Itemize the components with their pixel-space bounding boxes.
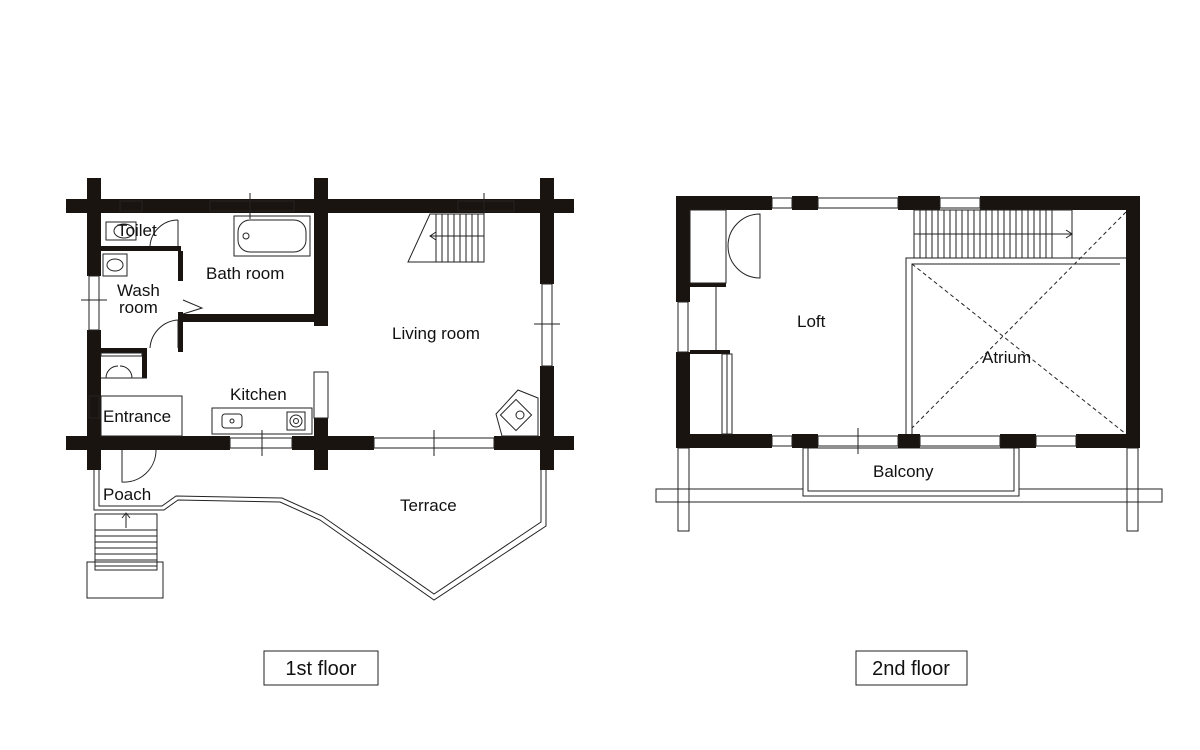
terrace-outline [93,470,547,601]
second-floor-windows [677,197,1077,454]
porch-stairs [86,512,164,599]
kitchen-counter [211,407,313,435]
room-label-kitchen: Kitchen [230,385,287,404]
first-floor-plan: Toilet Bath room Wash room Living room K… [66,178,574,686]
room-label-bath-room: Bath room [206,264,284,283]
wash-basin [102,253,128,277]
room-label-loft: Loft [797,312,826,331]
second-floor-caption: 2nd floor [855,650,968,686]
bathtub [233,215,311,257]
first-floor-caption-text: 1st floor [285,658,356,680]
first-floor-fittings [86,213,547,601]
room-label-balcony: Balcony [873,462,934,481]
second-floor-plan: Loft Atrium Balcony 2nd floor [655,196,1163,686]
room-label-atrium: Atrium [982,348,1031,367]
toilet-fixture [105,221,137,241]
second-floor-stairs [913,209,1073,259]
first-floor-walls [66,178,574,470]
first-floor-caption: 1st floor [263,650,379,686]
wood-stove [495,389,539,437]
second-floor-fittings [689,209,1127,435]
second-floor-caption-text: 2nd floor [872,658,950,680]
second-floor-labels: Loft Atrium Balcony [797,312,1031,481]
first-floor-labels: Toilet Bath room Wash room Living room K… [103,221,480,515]
room-label-wash-room-line1: Wash [117,281,160,300]
balcony-outline [802,447,1020,497]
room-label-toilet: Toilet [117,221,157,240]
room-label-poach: Poach [103,485,151,504]
first-floor-stairs [407,213,485,263]
second-floor-walls [676,196,1140,448]
room-label-terrace: Terrace [400,496,457,515]
room-label-wash-room-line2: room [119,298,158,317]
room-label-entrance: Entrance [103,407,171,426]
room-label-living-room: Living room [392,324,480,343]
